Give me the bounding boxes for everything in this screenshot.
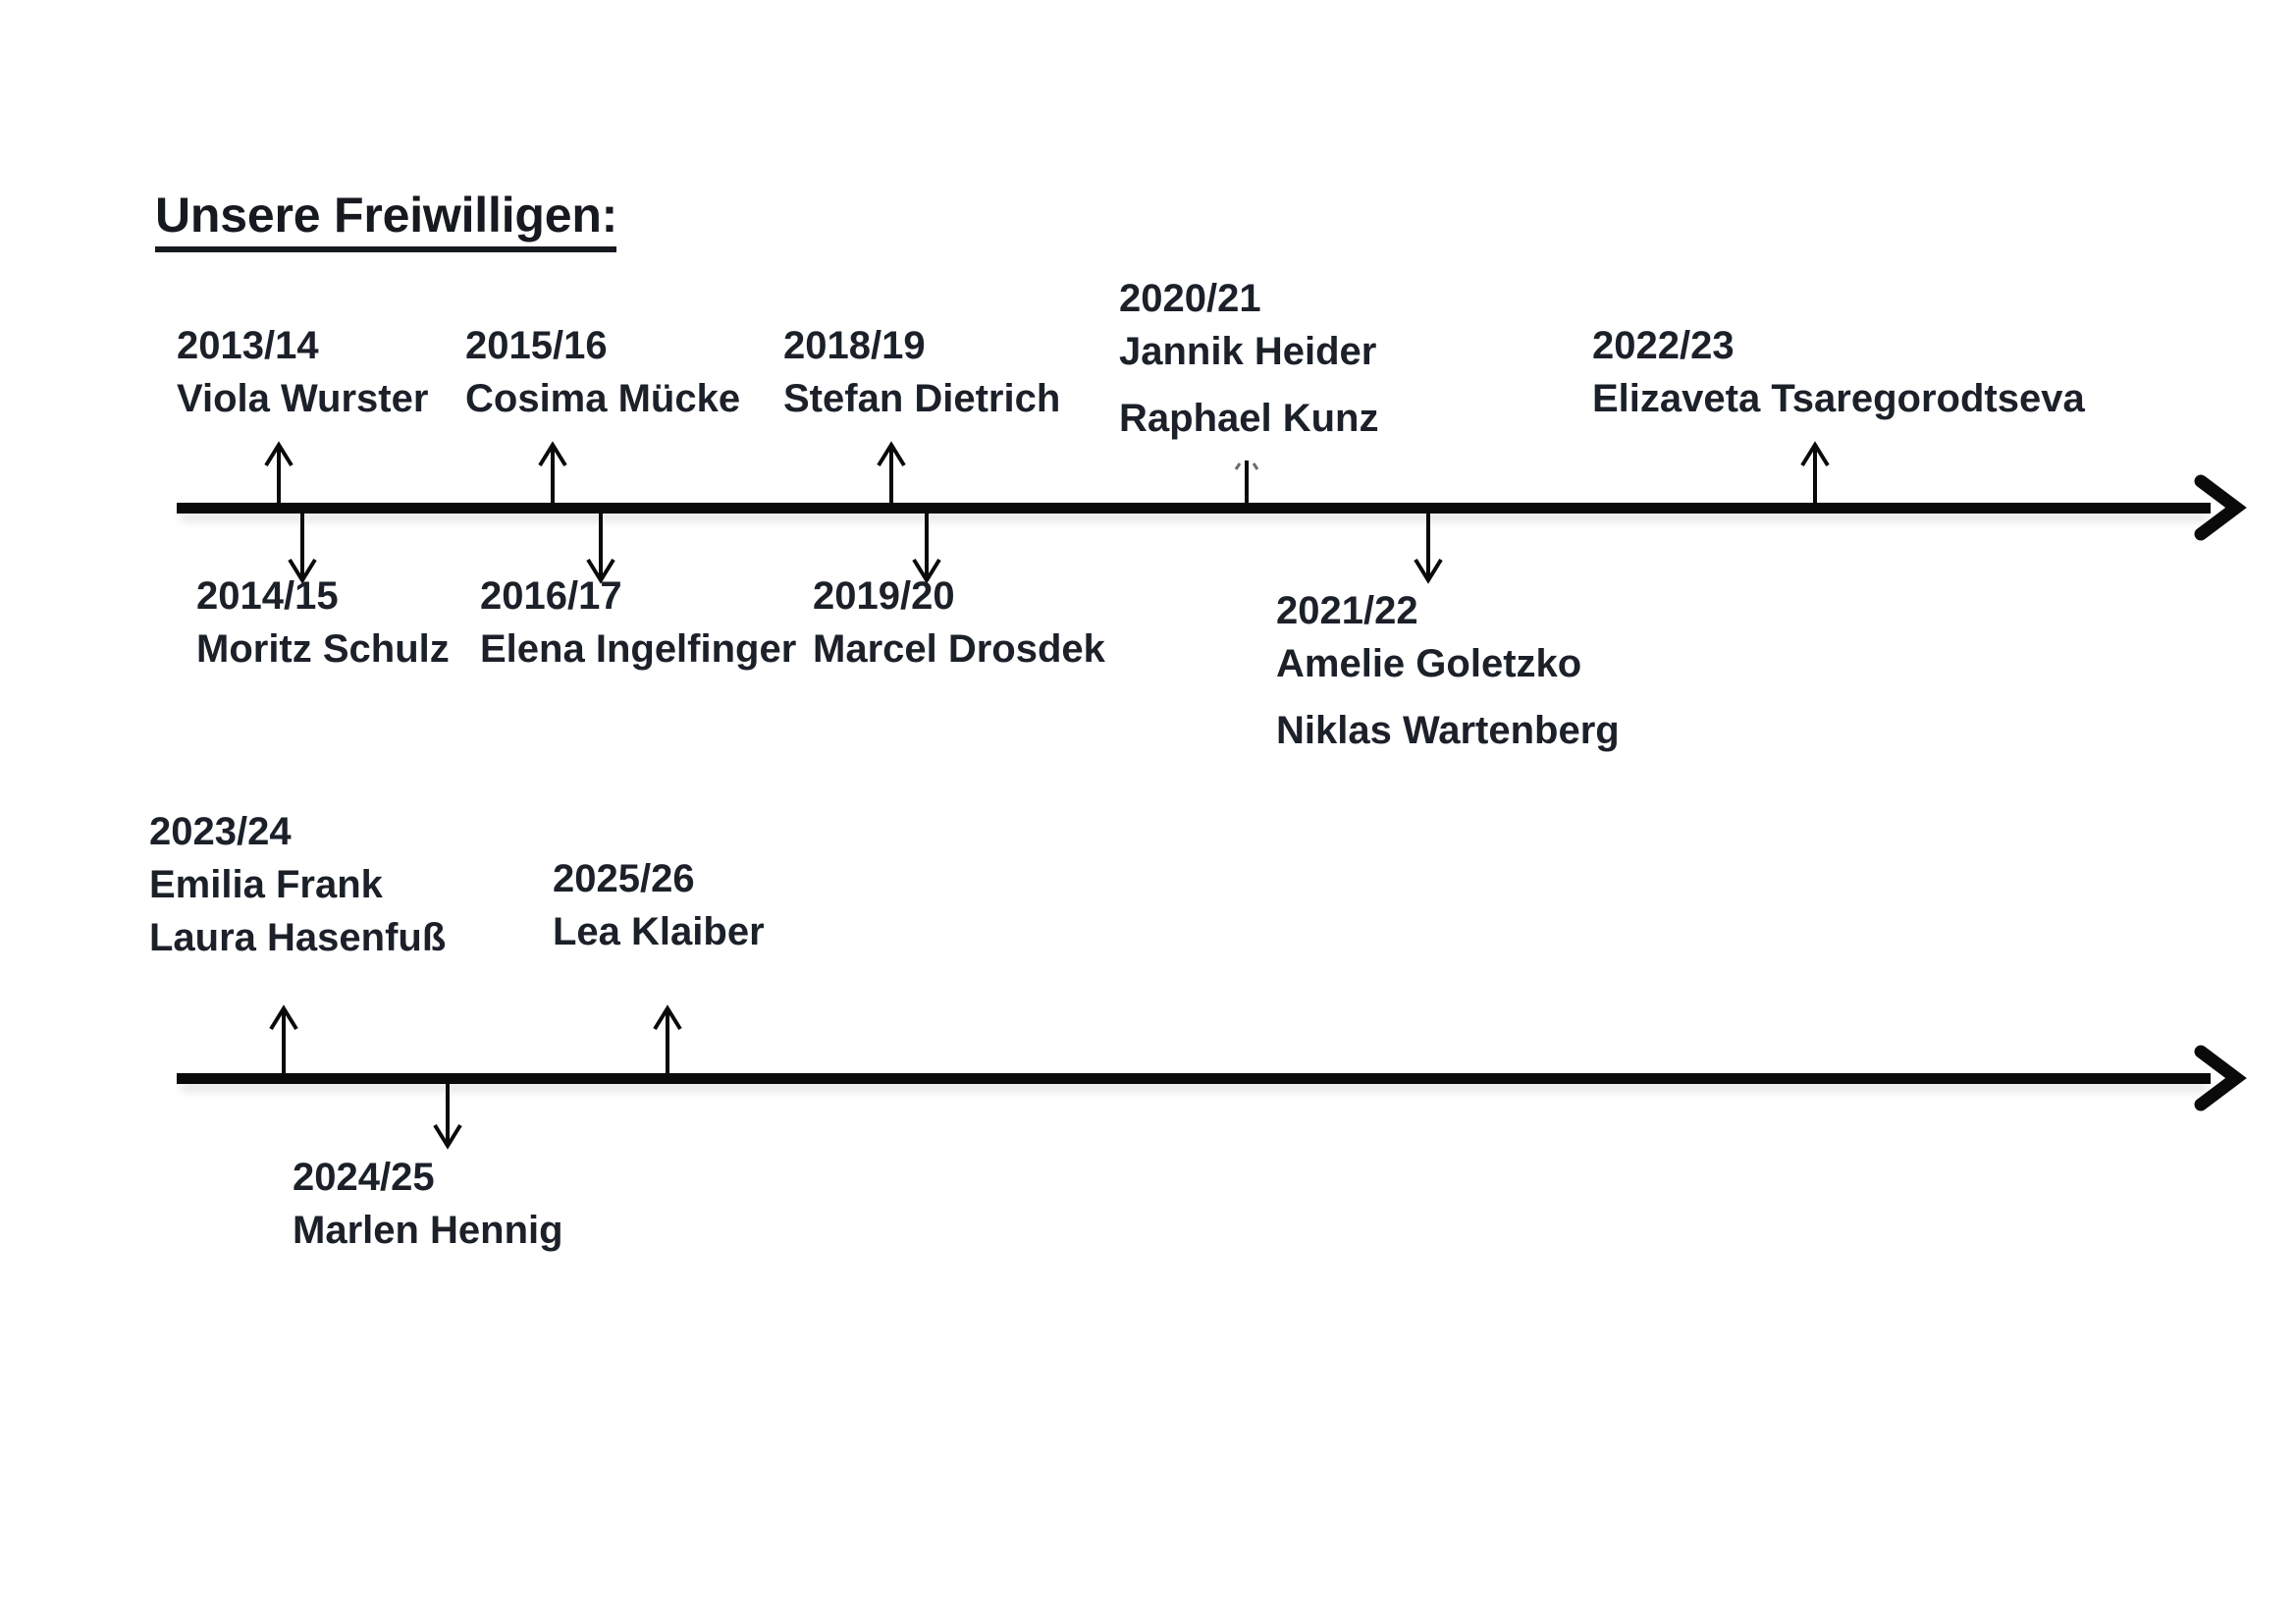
timeline-axis-1 bbox=[177, 503, 2211, 514]
tick-up-arrow-2018-19 bbox=[872, 440, 911, 511]
page-title-underline bbox=[155, 246, 616, 252]
tick-down-arrow-2019-20 bbox=[907, 509, 946, 585]
tick-down-arrow-2024-25 bbox=[428, 1080, 467, 1151]
timeline-entry-2013-14: 2013/14 Viola Wurster bbox=[177, 319, 428, 425]
entry-year: 2024/25 bbox=[293, 1156, 435, 1199]
timeline-entry-2024-25: 2024/25 Marlen Hennig bbox=[293, 1151, 563, 1257]
tick-up-arrow-2023-24 bbox=[264, 1003, 303, 1077]
timeline-entry-2021-22: 2021/22 Amelie Goletzko Niklas Wartenber… bbox=[1276, 584, 1620, 757]
timeline-entry-2015-16: 2015/16 Cosima Mücke bbox=[465, 319, 740, 425]
entry-name: Raphael Kunz bbox=[1119, 397, 1379, 440]
timeline-entry-2023-24: 2023/24 Emilia Frank Laura Hasenfuß bbox=[149, 805, 446, 964]
entry-year: 2021/22 bbox=[1276, 589, 1418, 632]
timeline-entry-2019-20: 2019/20 Marcel Drosdek bbox=[813, 569, 1105, 676]
entry-year: 2015/16 bbox=[465, 324, 608, 367]
timeline-axis-2 bbox=[177, 1073, 2211, 1084]
tick-up-arrow-2022-23 bbox=[1795, 440, 1835, 511]
entry-name: Marcel Drosdek bbox=[813, 627, 1105, 671]
entry-name: Elena Ingelfinger bbox=[480, 627, 797, 671]
entry-name: Jannik Heider bbox=[1119, 330, 1377, 373]
entry-year: 2019/20 bbox=[813, 574, 955, 618]
entry-year: 2023/24 bbox=[149, 810, 292, 853]
entry-name: Laura Hasenfuß bbox=[149, 916, 447, 959]
entry-name: Lea Klaiber bbox=[553, 910, 765, 953]
entry-year: 2016/17 bbox=[480, 574, 622, 618]
tick-up-arrow-2020-21 bbox=[1227, 447, 1266, 511]
tick-up-arrow-2025-26 bbox=[648, 1003, 687, 1077]
entry-name: Cosima Mücke bbox=[465, 377, 741, 420]
entry-year: 2013/14 bbox=[177, 324, 319, 367]
entry-name: Niklas Wartenberg bbox=[1276, 709, 1620, 752]
timeline-entry-2014-15: 2014/15 Moritz Schulz bbox=[196, 569, 450, 676]
timeline-entry-2018-19: 2018/19 Stefan Dietrich bbox=[783, 319, 1060, 425]
timeline-entry-2016-17: 2016/17 Elena Ingelfinger bbox=[480, 569, 796, 676]
entry-year: 2014/15 bbox=[196, 574, 339, 618]
entry-year: 2025/26 bbox=[553, 857, 695, 900]
entry-name: Elizaveta Tsaregorodtseva bbox=[1592, 377, 2085, 420]
entry-name: Moritz Schulz bbox=[196, 627, 450, 671]
entry-name: Viola Wurster bbox=[177, 377, 429, 420]
tick-up-arrow-2015-16 bbox=[533, 440, 572, 511]
entry-name: Marlen Hennig bbox=[293, 1209, 563, 1252]
tick-down-arrow-2021-22 bbox=[1409, 509, 1448, 585]
entry-name: Emilia Frank bbox=[149, 863, 383, 906]
tick-up-arrow-2013-14 bbox=[259, 440, 298, 511]
entry-year: 2018/19 bbox=[783, 324, 926, 367]
timeline-entry-2020-21: 2020/21 Jannik Heider Raphael Kunz bbox=[1119, 272, 1378, 445]
tick-down-arrow-2014-15 bbox=[283, 509, 322, 585]
tick-down-arrow-2016-17 bbox=[581, 509, 620, 585]
timeline-entry-2022-23: 2022/23 Elizaveta Tsaregorodtseva bbox=[1592, 319, 2085, 425]
entry-year: 2022/23 bbox=[1592, 324, 1735, 367]
entry-name: Stefan Dietrich bbox=[783, 377, 1061, 420]
timeline-entry-2025-26: 2025/26 Lea Klaiber bbox=[553, 852, 765, 958]
entry-name: Amelie Goletzko bbox=[1276, 642, 1582, 685]
entry-year: 2020/21 bbox=[1119, 277, 1261, 320]
page-title: Unsere Freiwilligen: bbox=[155, 188, 618, 243]
